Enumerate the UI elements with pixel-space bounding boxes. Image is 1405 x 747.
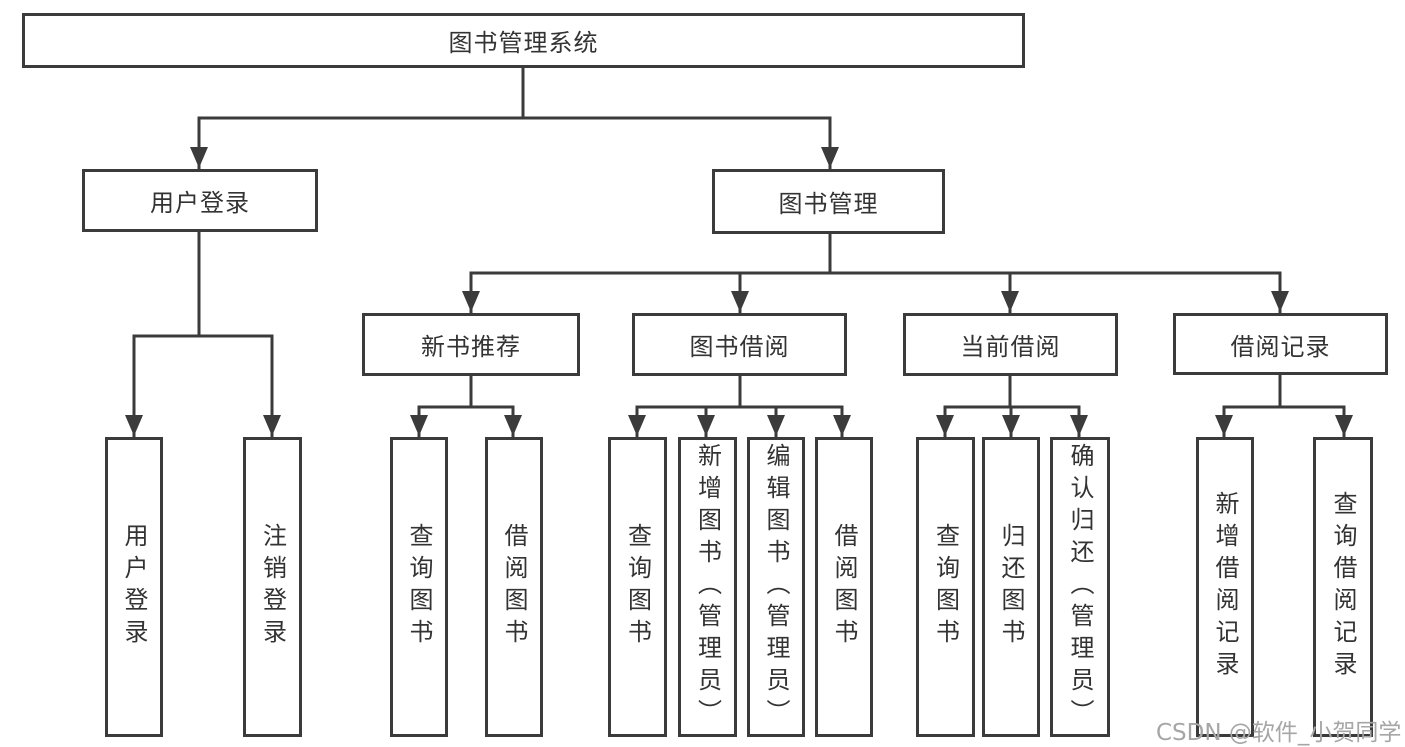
leaf-label: 查询图书 [405,523,433,651]
node-label: 图书管理 [778,190,879,218]
node-book-management: 图书管理 [712,169,945,234]
node-book-borrow: 图书借阅 [632,313,847,376]
leaf-confirm-return-admin: 确认归还（管理员） [1050,437,1110,737]
leaf-query-borrow-record: 查询借阅记录 [1313,437,1373,737]
node-label: 图书借阅 [689,333,790,361]
leaf-add-book-admin: 新增图书（管理员） [678,437,737,737]
leaf-label: 查询图书 [623,523,652,651]
leaf-label: 编辑图书（管理员） [762,443,790,731]
connector-borrow-record [1222,371,1346,409]
node-label: 图书管理系统 [448,29,599,57]
leaf-query-book-current: 查询图书 [916,437,975,737]
leaf-label: 用户登录 [120,523,148,651]
leaf-edit-book-admin: 编辑图书（管理员） [747,437,805,737]
node-user-login: 用户登录 [82,169,318,232]
leaf-add-borrow-record: 新增借阅记录 [1196,437,1254,737]
node-label: 新书推荐 [421,333,521,361]
node-label: 借阅记录 [1230,332,1331,361]
leaf-label: 借阅图书 [830,523,858,651]
connector-book-borrow [635,372,844,409]
leaf-borrow-book: 借阅图书 [815,437,873,737]
connector-user-login [132,228,274,338]
leaf-borrow-book-recommend: 借阅图书 [485,437,543,737]
leaf-label: 注销登录 [258,523,287,651]
connector-current-borrow [943,372,1081,409]
leaf-logout: 注销登录 [243,437,302,737]
connector-new-book [417,372,515,409]
leaf-user-login: 用户登录 [105,437,163,737]
leaf-label: 查询借阅记录 [1329,491,1357,683]
connector-root [197,64,832,120]
connector-book-mgmt [469,230,1282,275]
leaf-label: 新增借阅记录 [1211,491,1239,683]
leaf-query-book-recommend: 查询图书 [390,437,448,737]
leaf-return-book: 归还图书 [982,437,1040,737]
node-new-book-recommend: 新书推荐 [362,313,580,376]
leaf-label: 新增图书（管理员） [693,443,722,731]
node-borrow-record: 借阅记录 [1173,313,1388,375]
node-label: 当前借阅 [960,333,1061,361]
leaf-label: 借阅图书 [500,523,528,651]
leaf-label: 查询图书 [931,523,960,651]
leaf-label: 归还图书 [997,523,1025,651]
csdn-watermark: CSDN @软件_小贺同学 [1156,720,1402,746]
leaf-label: 确认归还（管理员） [1066,443,1094,731]
leaf-query-book-borrow: 查询图书 [608,437,667,737]
node-label: 用户登录 [150,189,250,217]
node-library-management-system: 图书管理系统 [22,13,1025,68]
node-current-borrow: 当前借阅 [903,313,1118,376]
